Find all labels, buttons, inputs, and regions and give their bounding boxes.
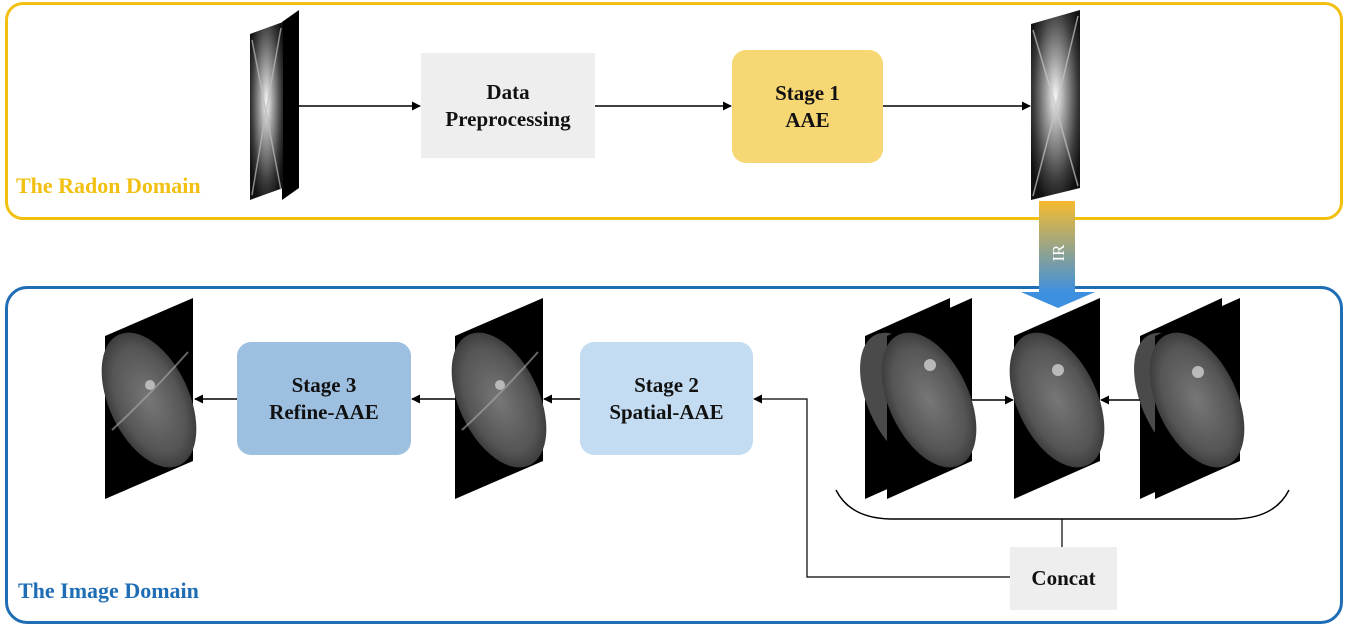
concat-box: Concat: [1010, 547, 1117, 610]
sinogram-input-image: [250, 10, 299, 200]
ct-slice-image: [101, 298, 197, 499]
image-domain-label: The Image Domain: [18, 578, 199, 603]
ct-slice-image: [1009, 298, 1105, 499]
radon-domain-label: The Radon Domain: [16, 173, 201, 198]
ir-label: IR: [1049, 244, 1068, 262]
stage3-refine-aae-box: Stage 3 Refine-AAE: [237, 342, 411, 455]
stage1-aae-box: Stage 1 AAE: [732, 50, 883, 163]
image-domain-panel: [5, 286, 1343, 624]
ct-slice-stack-image: [860, 298, 977, 499]
sinogram-output-image: [1031, 10, 1080, 200]
arrow-icon: [753, 394, 1010, 578]
radon-domain-panel: [5, 2, 1343, 220]
ir-arrow-icon: IR: [1021, 201, 1095, 308]
ct-slice-stack-image: [1134, 298, 1245, 499]
data-preprocessing-box: Data Preprocessing: [421, 53, 595, 158]
ct-slice-image: [451, 298, 547, 499]
stage2-spatial-aae-box: Stage 2 Spatial-AAE: [580, 342, 753, 455]
grouping-brace: [835, 489, 1290, 520]
